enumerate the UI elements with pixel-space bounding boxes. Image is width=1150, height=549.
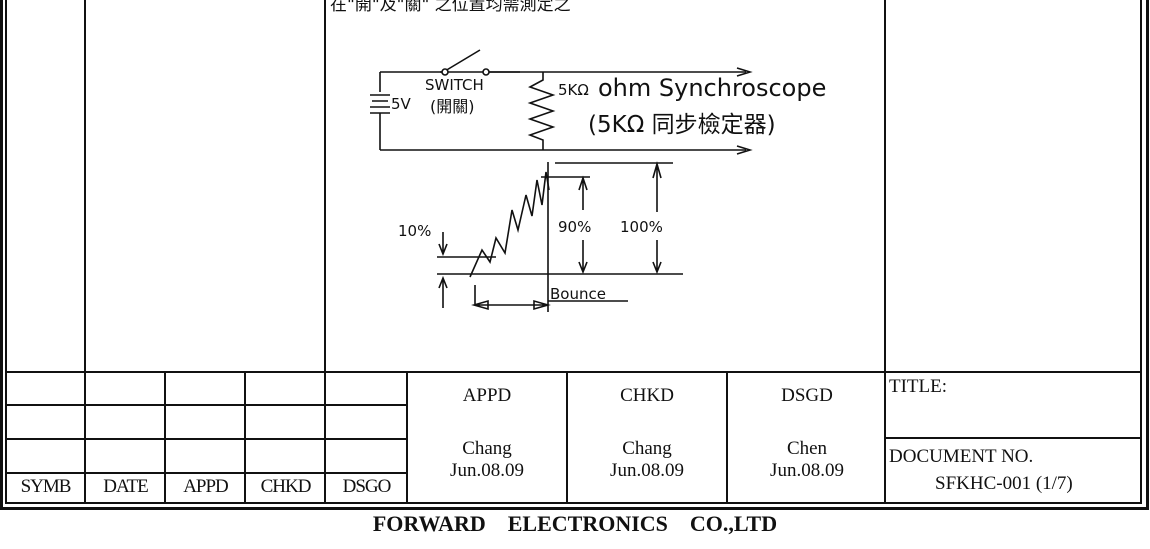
- header-symb: SYMB: [20, 476, 72, 497]
- row-line: [885, 437, 1141, 439]
- bounce-label: Bounce: [550, 285, 606, 303]
- signoff-name: Chang: [622, 438, 672, 459]
- document-no: SFKHC-001 (1/7): [935, 473, 1073, 494]
- col-line: [726, 372, 728, 502]
- col-line: [244, 372, 246, 502]
- title-label: TITLE:: [889, 376, 948, 397]
- pct-10-label: 10%: [398, 222, 431, 240]
- signoff-role: CHKD: [620, 385, 674, 406]
- document-no-label: DOCUMENT NO.: [889, 446, 1034, 467]
- col-line: [164, 372, 166, 502]
- resistor-label: 5KΩ: [558, 81, 589, 99]
- table-top: [5, 371, 1142, 373]
- signoff-name: Chen: [786, 438, 828, 459]
- switch-label-cn: (開關): [430, 97, 475, 116]
- header-dsgo: DSGO: [342, 476, 392, 497]
- border-right-inner: [1140, 0, 1142, 504]
- col-line: [406, 372, 408, 502]
- signoff-name: Chang: [462, 438, 512, 459]
- col-line: [324, 372, 326, 502]
- pct-100-label: 100%: [620, 218, 663, 236]
- row-line: [5, 438, 407, 440]
- signoff-role: DSGD: [781, 385, 833, 406]
- switch-label: SWITCH: [425, 76, 484, 94]
- scope-label-cn: (5KΩ 同步檢定器): [588, 112, 776, 138]
- col-line: [566, 372, 568, 502]
- border-right-outer: [1146, 0, 1149, 510]
- header-appd: APPD: [183, 476, 229, 497]
- pct-90-label: 90%: [558, 218, 591, 236]
- signoff-role: APPD: [462, 385, 512, 406]
- circuit-diagram: SWITCH (開關) 5V 5KΩ ohm Synchroscope (5KΩ…: [370, 49, 826, 312]
- header-date: DATE: [103, 476, 149, 497]
- divider: [84, 0, 86, 502]
- divider: [324, 0, 326, 372]
- border-left-outer: [0, 0, 3, 510]
- border-bottom-inner: [5, 502, 1142, 504]
- signoff-date: Jun.08.09: [450, 460, 524, 481]
- measurement-note: 在"開"及"關" 之位置均需測定之: [330, 0, 571, 15]
- signoff-date: Jun.08.09: [610, 460, 684, 481]
- border-bottom-outer: [0, 507, 1149, 510]
- border-left-inner: [5, 0, 7, 504]
- company-name: FORWARD ELECTRONICS CO.,LTD: [372, 511, 778, 536]
- header-chkd: CHKD: [260, 476, 312, 497]
- signoff-date: Jun.08.09: [770, 460, 844, 481]
- divider: [884, 0, 886, 502]
- voltage-label: 5V: [391, 95, 412, 113]
- row-line: [5, 404, 407, 406]
- row-line: [5, 472, 407, 474]
- scope-label: ohm Synchroscope: [598, 74, 826, 102]
